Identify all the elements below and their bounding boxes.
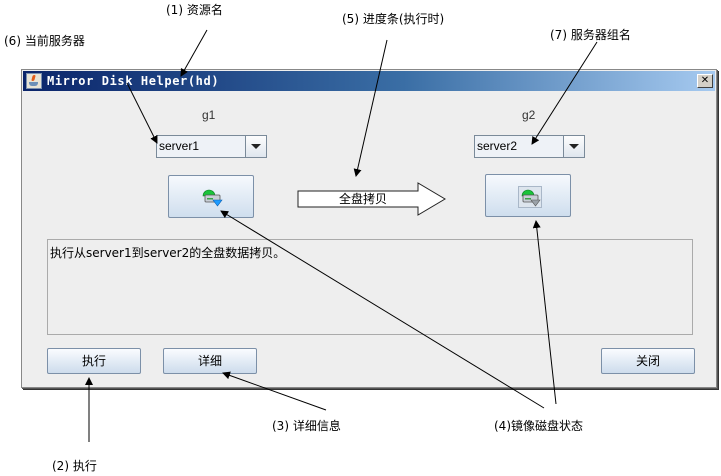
mirror-disk-helper-window: Mirror Disk Helper(hd) ✕ g1 server1 全盘拷贝… — [21, 69, 717, 388]
message-text: 执行从server1到server2的全盘数据拷贝。 — [50, 246, 286, 260]
right-server-value: server2 — [475, 136, 563, 157]
callout-mirror-disk-status: (4)镜像磁盘状态 — [494, 419, 583, 433]
left-server-select[interactable]: server1 — [156, 135, 267, 158]
execute-button[interactable]: 执行 — [47, 348, 141, 374]
callout-details: (3) 详细信息 — [272, 419, 341, 433]
title-bar[interactable]: Mirror Disk Helper(hd) ✕ — [23, 71, 715, 91]
right-group-name: g2 — [522, 108, 536, 122]
callout-current-server: (6) 当前服务器 — [4, 34, 85, 48]
left-mirror-disk-button[interactable] — [168, 175, 254, 218]
callout-execute: (2) 执行 — [52, 459, 97, 473]
left-server-value: server1 — [157, 136, 245, 157]
chevron-down-icon[interactable] — [563, 136, 584, 157]
progress-bar: 全盘拷贝 — [297, 182, 446, 216]
callout-progress-bar: (5) 进度条(执行时) — [342, 12, 445, 26]
message-area: 执行从server1到server2的全盘数据拷贝。 — [47, 239, 693, 335]
mirror-disk-receive-icon — [518, 186, 542, 208]
left-group-name: g1 — [202, 108, 216, 122]
window-title: Mirror Disk Helper(hd) — [47, 74, 220, 88]
mirror-disk-send-icon — [202, 189, 223, 207]
progress-label: 全盘拷贝 — [339, 191, 387, 206]
callout-server-group-name: (7) 服务器组名 — [550, 28, 631, 42]
callout-resource-name: (1) 资源名 — [166, 3, 223, 17]
chevron-down-icon[interactable] — [245, 136, 266, 157]
close-button[interactable]: 关闭 — [601, 348, 695, 374]
right-mirror-disk-button[interactable] — [485, 174, 571, 217]
java-app-icon — [26, 73, 42, 89]
details-button[interactable]: 详细 — [163, 348, 257, 374]
window-close-button[interactable]: ✕ — [697, 74, 713, 88]
right-server-select[interactable]: server2 — [474, 135, 585, 158]
